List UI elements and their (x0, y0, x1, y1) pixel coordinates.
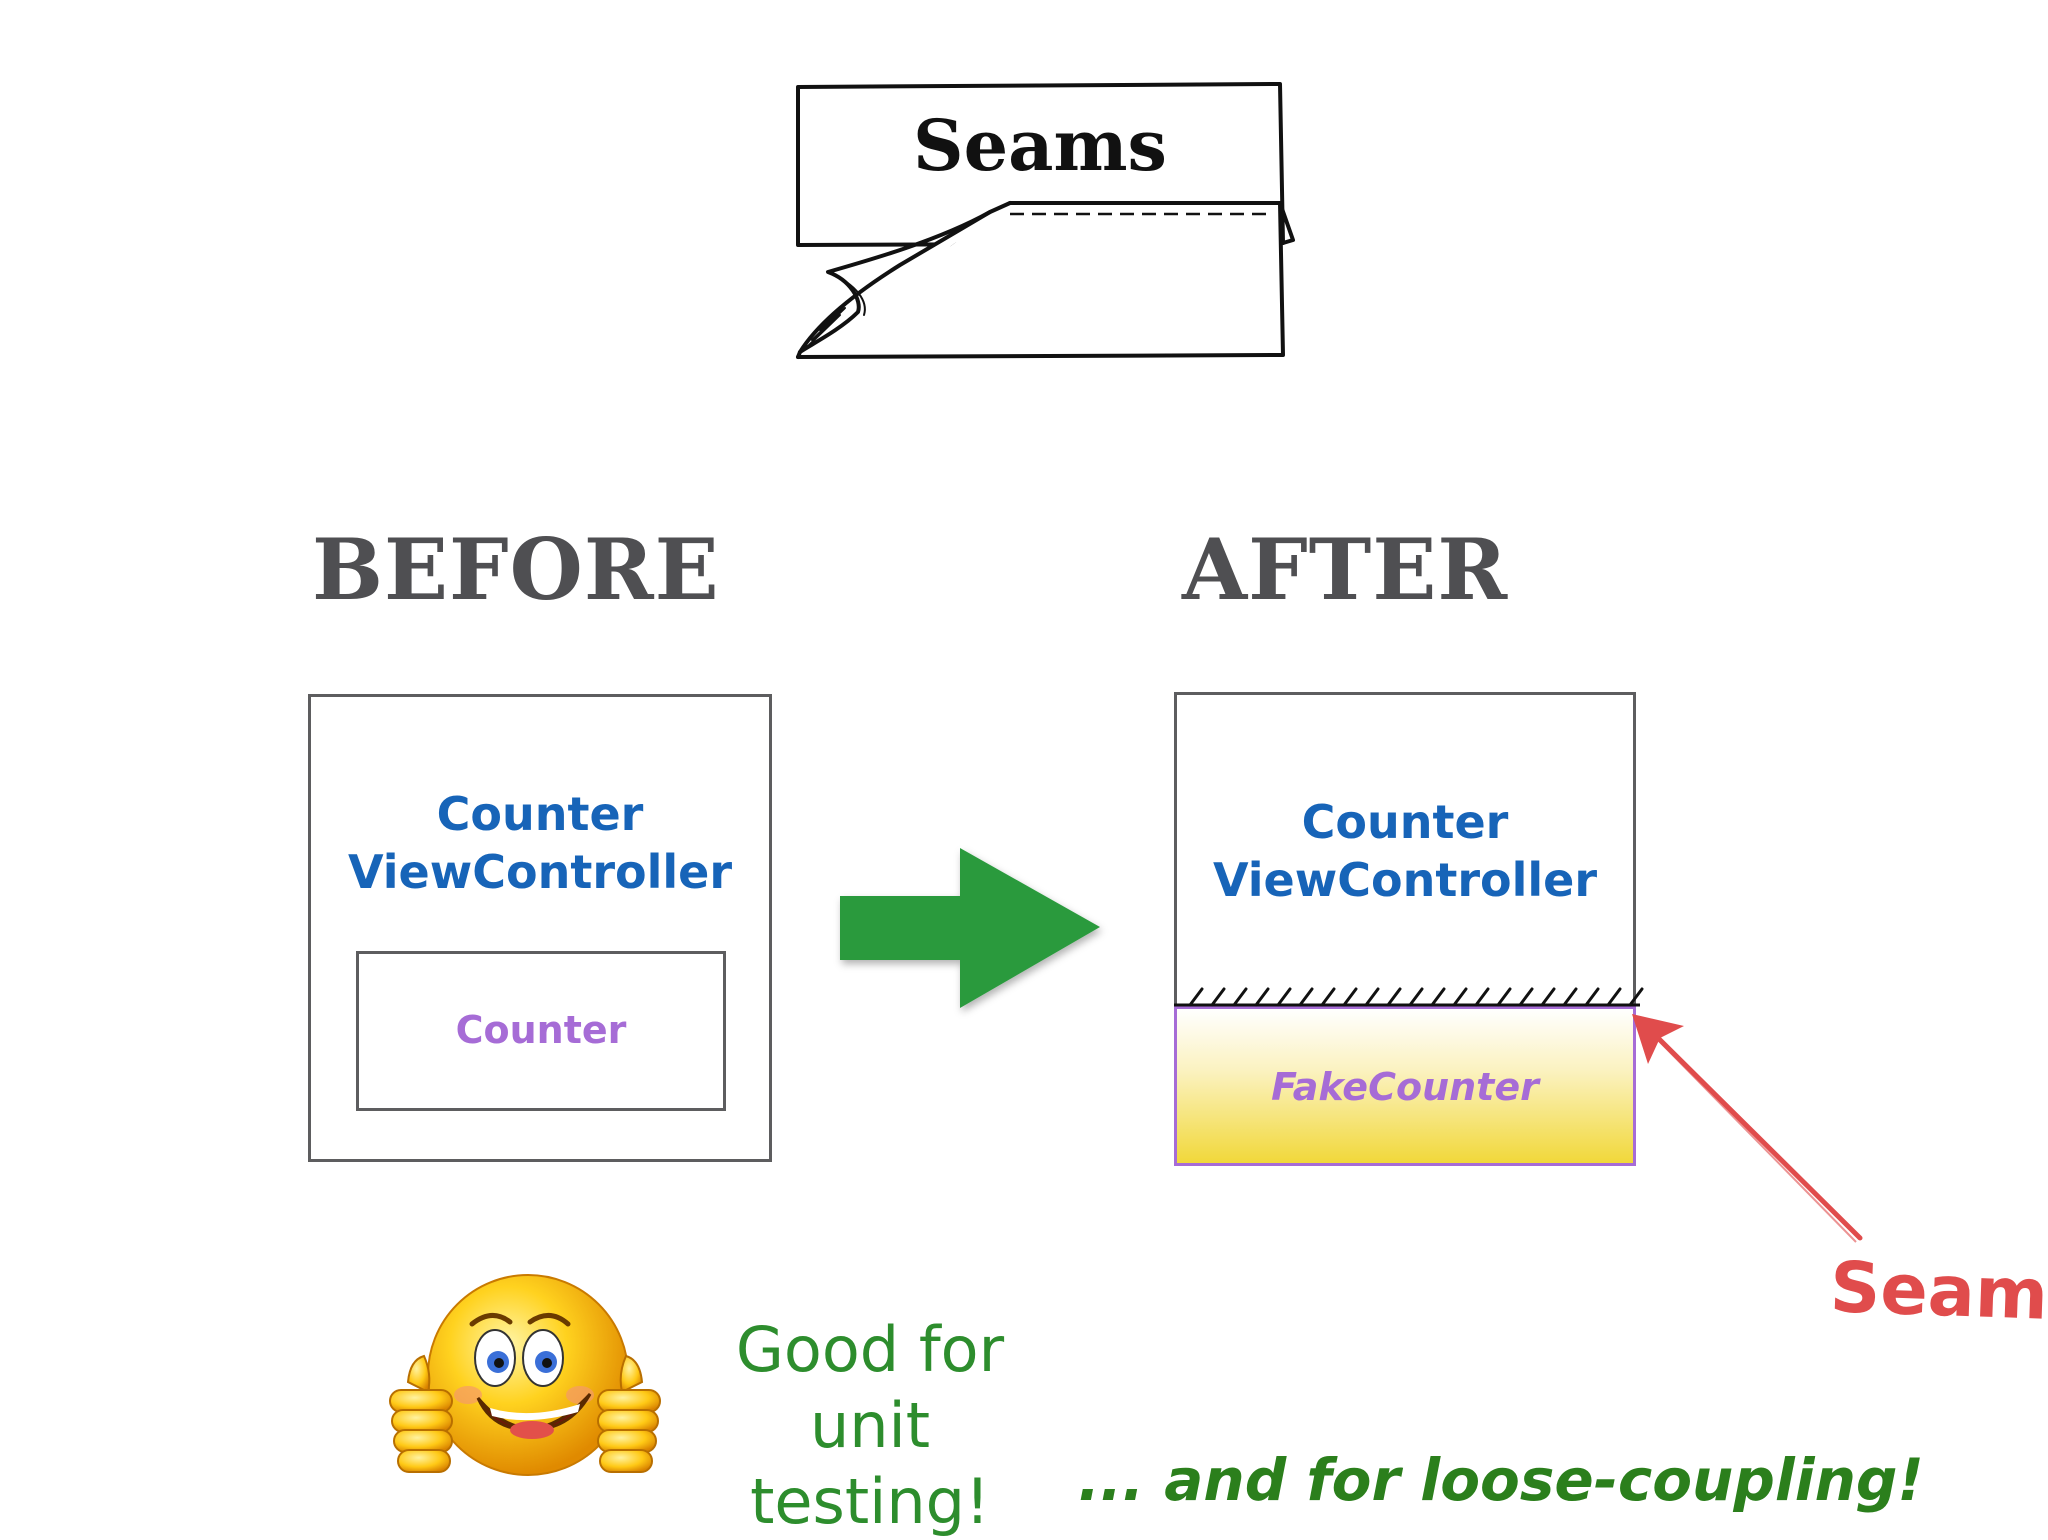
after-class-label-line2: ViewController (1212, 853, 1598, 907)
good-text-line2: unit testing! (750, 1389, 990, 1538)
page-title: Seams (913, 104, 1167, 187)
loose-coupling-text: ... and for loose-coupling! (1078, 1446, 1924, 1514)
before-counter-box: Counter (356, 951, 726, 1111)
before-counter-label: Counter (455, 1008, 627, 1052)
fake-counter-label: FakeCounter (1271, 1065, 1539, 1109)
red-pointer-arrow-icon (1632, 1014, 1863, 1243)
before-class-label-line2: ViewController (347, 845, 733, 899)
before-viewcontroller-box: Counter ViewController Counter (308, 694, 772, 1162)
before-class-label-line1: Counter (436, 787, 644, 841)
seam-hatch-line (1174, 987, 1644, 1007)
thumbs-up-smiley-icon (389, 1274, 661, 1476)
seam-annotation-label: Seam (1828, 1246, 2048, 1336)
folded-paper-banner-icon (796, 82, 1295, 359)
green-right-arrow-icon (840, 848, 1100, 1008)
after-heading: AFTER (1182, 520, 1509, 619)
fake-counter-box: FakeCounter (1174, 1006, 1636, 1166)
after-class-label-line1: Counter (1301, 795, 1509, 849)
good-text-line1: Good for (735, 1313, 1005, 1386)
before-heading: BEFORE (312, 520, 720, 619)
good-for-unit-testing-text: Good for unit testing! (690, 1312, 1050, 1540)
